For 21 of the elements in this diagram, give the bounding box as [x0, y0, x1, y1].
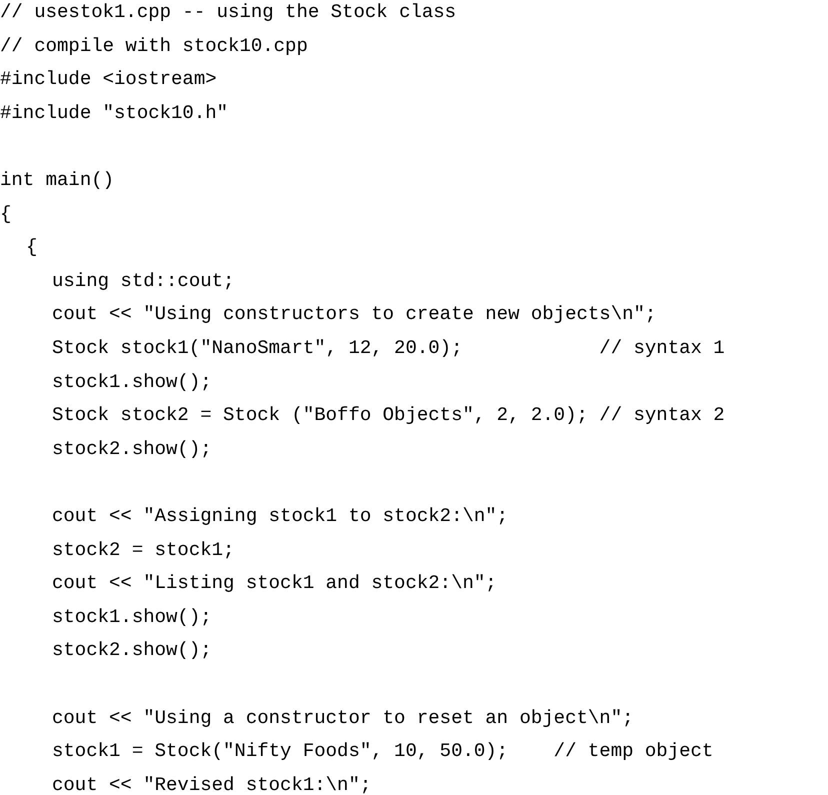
- code-line: #include "stock10.h": [0, 100, 228, 125]
- code-line: cout << "Using a constructor to reset an object\n";: [52, 706, 634, 730]
- code-line: cout << "Listing stock1 and stock2:\n";: [52, 571, 497, 596]
- code-line: stock1.show();: [52, 370, 212, 394]
- code-line: #include <iostream>: [0, 67, 217, 92]
- code-line: // usestok1.cpp -- using the Stock class: [0, 0, 456, 24]
- code-line: stock2 = stock1;: [52, 538, 234, 562]
- code-line: // compile with stock10.cpp: [0, 34, 308, 58]
- code-line: stock1.show();: [52, 604, 212, 629]
- code-line: cout << "Assigning stock1 to stock2:\n";: [52, 504, 508, 528]
- code-line: Stock stock2 = Stock ("Boffo Objects", 2, 2.0); // syntax 2: [52, 403, 725, 428]
- code-line: int main(): [0, 168, 114, 192]
- code-line: cout << "Revised stock1:\n";: [52, 772, 372, 795]
- code-line: stock2.show();: [52, 436, 212, 461]
- code-line: cout << "Using constructors to create new objects\n";: [52, 302, 656, 326]
- code-line: Stock stock1("NanoSmart", 12, 20.0); // syntax 1: [52, 336, 725, 360]
- code-line: {: [26, 235, 38, 260]
- code-line: using std::cout;: [52, 268, 234, 293]
- code-line: {: [0, 202, 12, 226]
- code-line: stock2.show();: [52, 638, 212, 662]
- code-line: stock1 = Stock("Nifty Foods", 10, 50.0); // temp object: [52, 739, 714, 764]
